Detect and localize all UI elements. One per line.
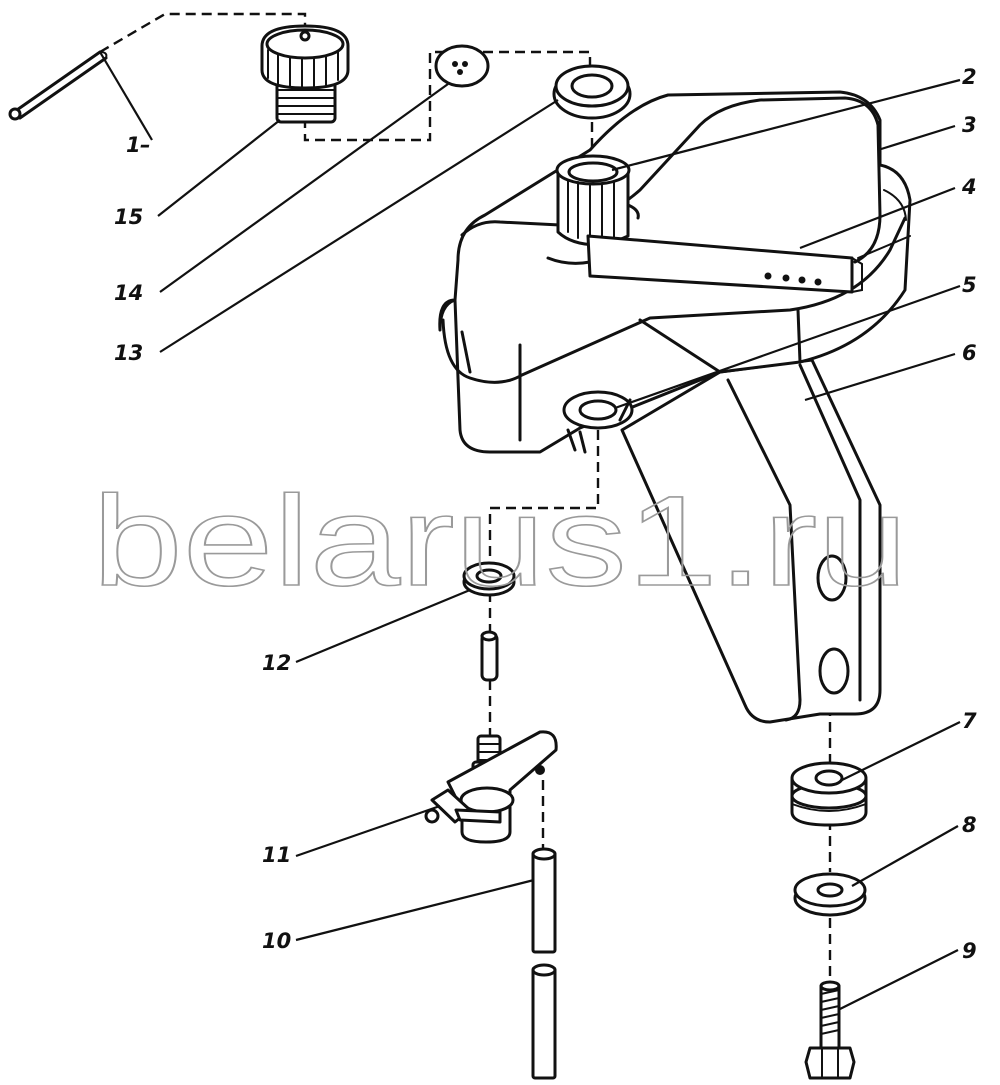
callout-3: 3 bbox=[962, 113, 977, 137]
part-1-cotter-pin bbox=[8, 50, 108, 121]
callout-10: 10 bbox=[262, 929, 291, 953]
small-sleeve bbox=[480, 630, 499, 682]
watermark: belarus1.ru bbox=[92, 470, 908, 613]
callout-15: 15 bbox=[114, 205, 143, 229]
part-3-reservoir bbox=[438, 90, 912, 454]
part-9-bolt bbox=[804, 980, 856, 1080]
callout-14: 14 bbox=[114, 281, 143, 305]
part-6-bracket bbox=[620, 358, 882, 724]
callout-12: 12 bbox=[262, 651, 291, 675]
callout-6: 6 bbox=[962, 341, 977, 365]
part-14-strainer-disc bbox=[434, 44, 490, 88]
part-13-washer bbox=[552, 64, 632, 120]
part-15-filler-cap bbox=[260, 24, 350, 124]
callout-11: 11 bbox=[262, 843, 291, 867]
callout-13: 13 bbox=[114, 341, 143, 365]
callout-9: 9 bbox=[962, 939, 977, 963]
callout-1: 1 bbox=[126, 133, 141, 157]
part-8-washer bbox=[793, 872, 867, 917]
callout-7: 7 bbox=[962, 709, 977, 733]
callout-2: 2 bbox=[962, 65, 977, 89]
part-10-hose bbox=[531, 847, 557, 1080]
callout-1-dash: – bbox=[140, 133, 151, 157]
callout-labels: 1 – 15 14 13 2 3 4 5 6 7 8 9 10 11 12 bbox=[114, 65, 977, 963]
part-12-washer bbox=[462, 561, 516, 597]
part-11-valve bbox=[424, 730, 558, 844]
callout-8: 8 bbox=[962, 813, 977, 837]
callout-4: 4 bbox=[961, 175, 977, 199]
leader-lines bbox=[99, 51, 961, 1011]
callout-5: 5 bbox=[962, 273, 977, 297]
part-7-rubber-bush bbox=[790, 761, 868, 827]
